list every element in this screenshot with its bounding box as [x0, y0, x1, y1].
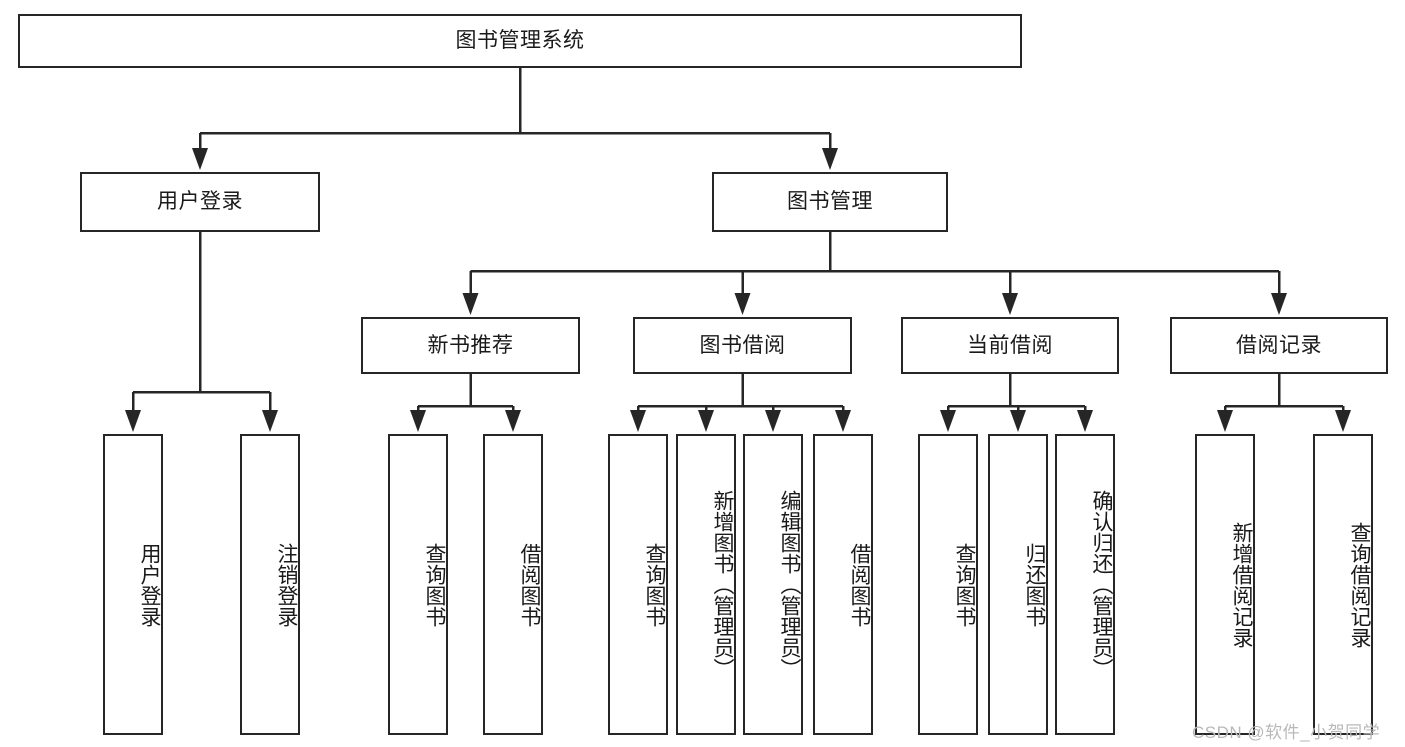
node-label: 图书借阅	[699, 333, 786, 357]
node-leaf-borrow-1[interactable]: 借阅图书	[483, 434, 543, 735]
node-label: 新书推荐	[427, 333, 514, 357]
node-leaf-add-rec[interactable]: 新增借阅记录	[1195, 434, 1255, 735]
node-label: 借阅图书	[518, 542, 541, 627]
edge-group-current-borrow-children	[940, 374, 1093, 432]
edge-group-new-book-rec-children	[410, 374, 521, 432]
node-label: 编辑图书（管理员）	[778, 490, 801, 679]
node-label: 图书管理	[787, 190, 873, 214]
node-label: 图书管理系统	[455, 29, 585, 53]
node-root[interactable]: 图书管理系统	[18, 14, 1022, 68]
node-label: 注销登录	[275, 542, 298, 627]
edge-group-book-mgmt-children	[462, 232, 1287, 315]
edge-group-user-login-children	[125, 232, 278, 432]
node-label: 查询图书	[423, 542, 446, 627]
node-leaf-query-rec[interactable]: 查询借阅记录	[1313, 434, 1373, 735]
node-label: 确认归还（管理员）	[1090, 490, 1113, 679]
node-label: 查询图书	[643, 542, 666, 627]
node-leaf-edit-book[interactable]: 编辑图书（管理员）	[743, 434, 803, 735]
node-leaf-query-3[interactable]: 查询图书	[918, 434, 978, 735]
node-label: 查询图书	[953, 542, 976, 627]
node-label: 借阅图书	[848, 542, 871, 627]
node-leaf-add-book[interactable]: 新增图书（管理员）	[676, 434, 736, 735]
edge-group-book-borrow-children	[630, 374, 851, 432]
node-label: 归还图书	[1023, 542, 1046, 627]
edge-group-borrow-record-children	[1217, 374, 1351, 432]
node-new-book-rec[interactable]: 新书推荐	[361, 317, 580, 374]
node-user-login[interactable]: 用户登录	[80, 172, 320, 232]
node-borrow-record[interactable]: 借阅记录	[1170, 317, 1388, 374]
node-label: 新增图书（管理员）	[711, 490, 734, 679]
node-book-borrow[interactable]: 图书借阅	[633, 317, 852, 374]
node-label: 借阅记录	[1236, 333, 1322, 357]
node-leaf-borrow-2[interactable]: 借阅图书	[813, 434, 873, 735]
node-leaf-confirm[interactable]: 确认归还（管理员）	[1055, 434, 1115, 735]
node-current-borrow[interactable]: 当前借阅	[901, 317, 1119, 374]
node-label: 用户登录	[157, 190, 243, 214]
node-book-mgmt[interactable]: 图书管理	[712, 172, 948, 232]
node-label: 查询借阅记录	[1348, 521, 1371, 648]
node-label: 用户登录	[138, 542, 161, 627]
node-leaf-logout[interactable]: 注销登录	[240, 434, 300, 735]
node-label: 当前借阅	[967, 333, 1053, 357]
csdn-watermark: CSDN @软件_小贺同学	[1192, 723, 1381, 742]
edge-group-root-children	[192, 68, 838, 170]
node-label: 新增借阅记录	[1230, 521, 1253, 648]
node-leaf-query-2[interactable]: 查询图书	[608, 434, 668, 735]
node-leaf-return[interactable]: 归还图书	[988, 434, 1048, 735]
node-leaf-query-1[interactable]: 查询图书	[388, 434, 448, 735]
node-leaf-user-login[interactable]: 用户登录	[103, 434, 163, 735]
